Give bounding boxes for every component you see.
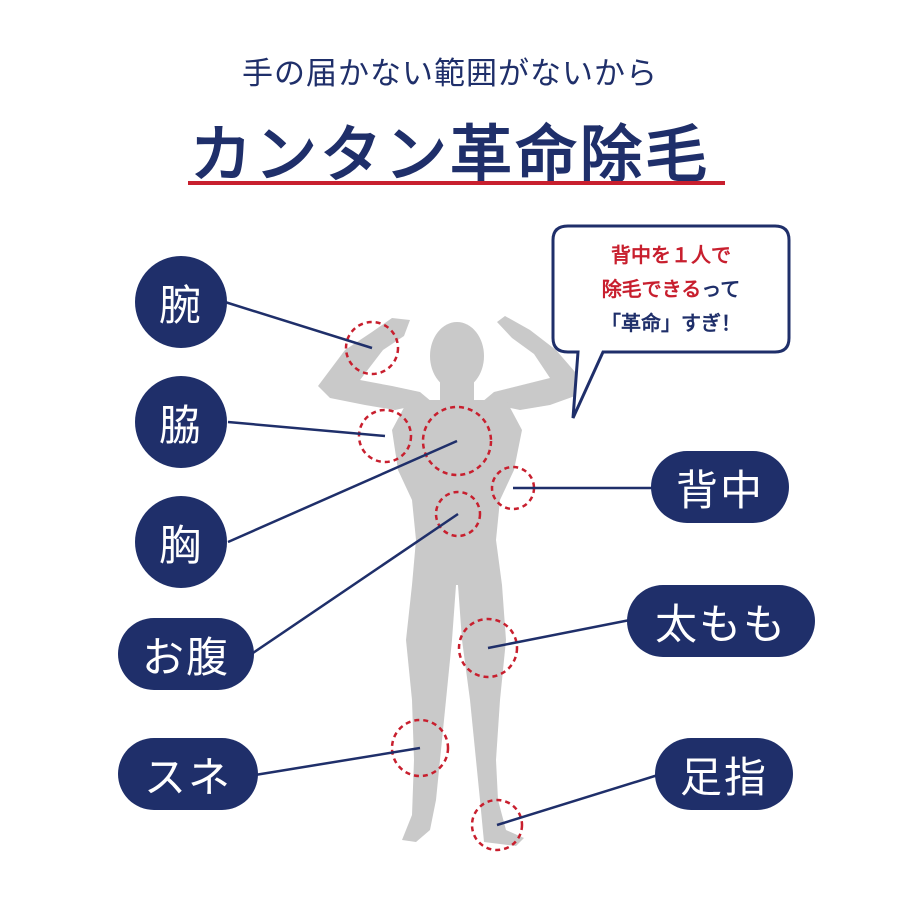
bubble-line-2-navy: って bbox=[701, 277, 741, 301]
arm-target bbox=[344, 320, 400, 376]
label-shin: スネ bbox=[118, 738, 258, 810]
belly-target bbox=[434, 490, 482, 538]
subtitle: 手の届かない範囲がないから bbox=[242, 56, 658, 92]
speech-bubble-text: 背中を１人で 除毛できるって 「革命」すぎ！ bbox=[553, 238, 789, 340]
label-thigh: 太もも bbox=[627, 585, 815, 657]
thigh-target bbox=[457, 617, 519, 679]
bubble-line-2: 除毛できるって bbox=[553, 272, 789, 306]
chest-target bbox=[421, 405, 493, 477]
connector-lines bbox=[224, 300, 659, 827]
thigh-line bbox=[487, 618, 631, 650]
label-belly: お腹 bbox=[118, 618, 254, 690]
shin-target bbox=[390, 718, 450, 778]
title-underline bbox=[188, 181, 725, 185]
belly-line bbox=[249, 512, 459, 657]
label-toes: 足指 bbox=[655, 738, 793, 810]
label-back: 背中 bbox=[651, 451, 789, 523]
bubble-line-2-red: 除毛できる bbox=[601, 277, 702, 301]
shin-line bbox=[254, 746, 421, 777]
label-armpit: 脇 bbox=[135, 376, 227, 468]
arm-line bbox=[224, 300, 373, 350]
armpit-line bbox=[227, 420, 386, 438]
armpit-target bbox=[357, 408, 413, 464]
toes-line bbox=[496, 773, 659, 827]
label-arm: 腕 bbox=[135, 256, 227, 348]
bubble-line-1: 背中を１人で bbox=[611, 243, 731, 267]
page-title: カンタン革命除毛 bbox=[189, 118, 710, 191]
label-chest: 胸 bbox=[135, 496, 227, 588]
speech-bubble bbox=[551, 224, 791, 419]
bubble-line-3: 「革命」すぎ！ bbox=[601, 311, 741, 335]
toes-target bbox=[470, 798, 524, 852]
chest-line bbox=[227, 439, 458, 544]
